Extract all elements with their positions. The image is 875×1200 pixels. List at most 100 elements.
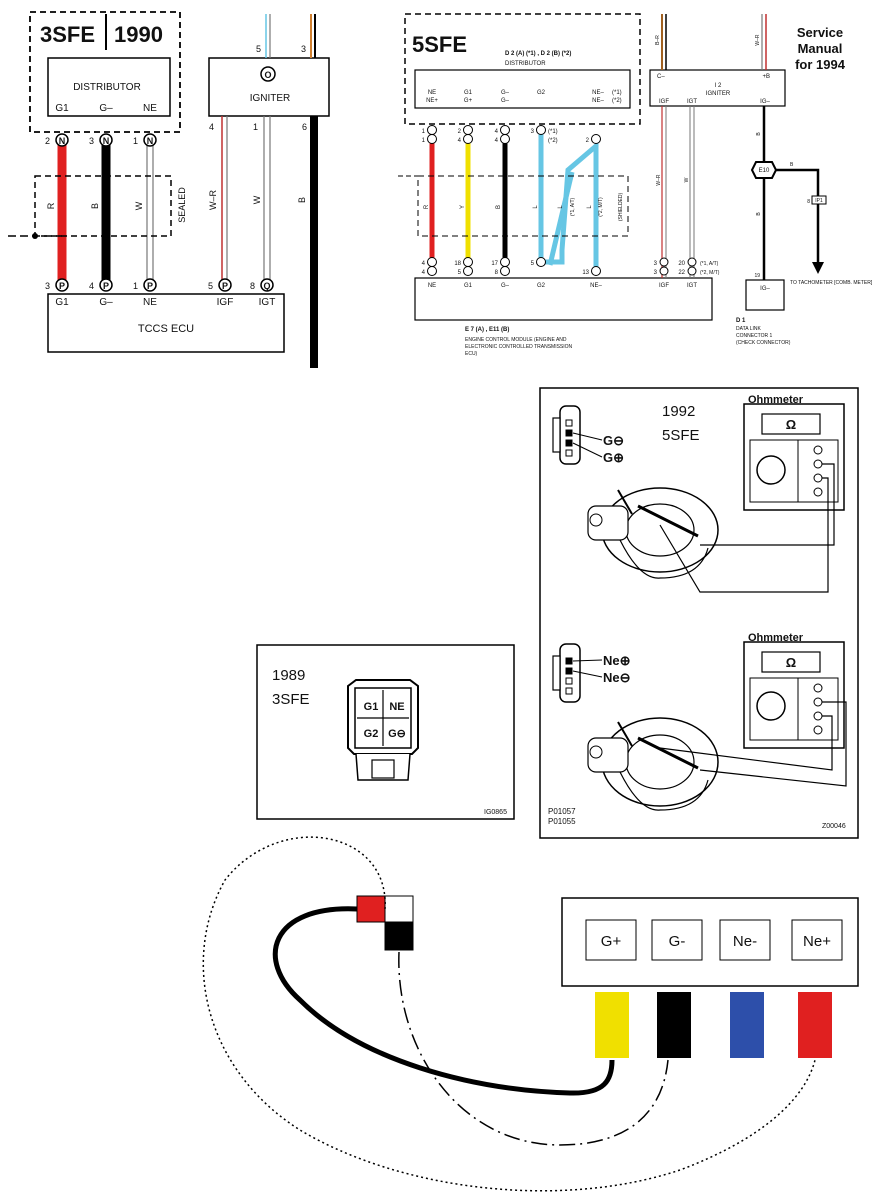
svg-text:3: 3 bbox=[531, 129, 535, 135]
ecu-label: TCCS ECU bbox=[138, 323, 194, 335]
igniter-out-number-6: 6 bbox=[302, 122, 307, 132]
probe-wire-top-2 bbox=[659, 477, 829, 593]
dist-pin-g-minus-bottom: G– bbox=[501, 98, 510, 104]
wire-block-red bbox=[798, 992, 832, 1058]
svg-text:18: 18 bbox=[454, 261, 461, 267]
ground-branch-dot bbox=[32, 233, 38, 239]
panel-figure-code: Z00046 bbox=[822, 823, 846, 830]
connector-ip1-label: IP1 bbox=[815, 198, 823, 204]
terminal-label-ne-plus: Ne+ bbox=[803, 933, 831, 950]
service-manual-line3: for 1994 bbox=[795, 57, 846, 72]
svg-text:1: 1 bbox=[133, 136, 138, 146]
ecu-pin-g1: P 3 G1 bbox=[45, 278, 69, 308]
plug-black-square bbox=[384, 921, 414, 951]
wire-code-l-2: L bbox=[558, 205, 564, 209]
svg-text:IGT: IGT bbox=[259, 297, 276, 308]
ecm-igf-connector-a bbox=[659, 257, 669, 267]
dlc-pin-ig-minus: IG– bbox=[760, 286, 770, 292]
terminal-label-g-minus: G- bbox=[669, 933, 686, 950]
pin-label-g-plus: G⊕ bbox=[603, 450, 624, 465]
ecm-pin-g2: G2 bbox=[537, 283, 546, 289]
dist-pin-ne-plus: NE+ bbox=[426, 98, 438, 104]
connector-drawing bbox=[347, 679, 419, 781]
ecm-pin-g1: G1 bbox=[464, 283, 473, 289]
svg-text:3: 3 bbox=[45, 281, 50, 291]
igniter-pin-igf: IGF bbox=[659, 99, 669, 105]
svg-text:2: 2 bbox=[586, 138, 590, 144]
igniter-out-number-1: 1 bbox=[253, 122, 258, 132]
svg-text:5: 5 bbox=[531, 261, 535, 267]
igniter-code: I 2 bbox=[715, 83, 722, 89]
distributor-box bbox=[414, 69, 631, 109]
wire-code-w-igt: W bbox=[252, 195, 262, 204]
svg-text:3: 3 bbox=[89, 136, 94, 146]
distributor-outline bbox=[29, 11, 181, 133]
igniter-pin-igt: IGT bbox=[687, 99, 697, 105]
ecm-pin-igf: IGF bbox=[659, 283, 669, 289]
service-manual-line2: Manual bbox=[798, 41, 843, 56]
distributor-connector-bottom bbox=[552, 643, 603, 703]
connector-ip1-num: 8 bbox=[807, 199, 810, 205]
right-wire-code-b-2: B bbox=[756, 212, 762, 216]
panel-code: IG0865 bbox=[484, 809, 507, 816]
title-engine: 3SFE bbox=[40, 22, 95, 47]
ecu-side-connectors: 4 4 18 5 17 8 5 13 bbox=[422, 257, 601, 276]
ecm-pin-g-minus: G– bbox=[501, 283, 510, 289]
dist-pin-ne-minus-1: NE– bbox=[592, 90, 604, 96]
svg-text:2: 2 bbox=[458, 129, 462, 135]
panel-year: 1989 bbox=[272, 667, 305, 684]
svg-text:P: P bbox=[222, 281, 228, 291]
wire-to-tachometer bbox=[776, 168, 820, 268]
sealed-shield-box bbox=[34, 175, 172, 237]
ecm-side-tag-mt: (*2, M/T) bbox=[700, 270, 720, 276]
wire-code-l-1: L bbox=[533, 205, 539, 209]
junction-e10-label: E10 bbox=[759, 168, 770, 174]
igniter-wire-code-w-r-top: W–R bbox=[755, 34, 761, 46]
pin-label-g-minus: G⊖ bbox=[603, 433, 624, 448]
svg-text:4: 4 bbox=[422, 270, 426, 276]
probe-wire-bottom-2 bbox=[659, 715, 833, 771]
ohmmeter-bottom-symbol: Ω bbox=[786, 655, 796, 670]
title-background bbox=[408, 26, 490, 56]
distributor-connector-top bbox=[552, 405, 603, 465]
dist-pin-g-minus-top: G– bbox=[501, 90, 510, 96]
sealed-label: SEALED bbox=[177, 187, 187, 223]
igniter-wire-code-b-r: B–R bbox=[655, 35, 661, 45]
svg-text:P: P bbox=[103, 281, 109, 291]
igniter-pin-plus-b: +B bbox=[762, 74, 770, 80]
ecm-side-num-igt-2: 22 bbox=[678, 270, 685, 276]
svg-text:N: N bbox=[147, 136, 154, 146]
wire-solid-black bbox=[272, 906, 615, 1096]
title-engine: 5SFE bbox=[412, 32, 467, 57]
svg-text:N: N bbox=[59, 136, 66, 146]
dist-pin-ne-top: NE bbox=[428, 90, 436, 96]
wire-code-w: W bbox=[684, 177, 690, 182]
wire-code-w-r: W–R bbox=[656, 174, 662, 186]
svg-text:1: 1 bbox=[133, 281, 138, 291]
wire-code-w-r: W–R bbox=[208, 190, 218, 211]
ecu-pin-g-minus: P 4 G– bbox=[89, 278, 113, 308]
ecu-pin-igf: P 5 IGF bbox=[208, 278, 233, 308]
svg-text:5: 5 bbox=[208, 281, 213, 291]
igniter-pin-ig-minus: IG– bbox=[760, 99, 770, 105]
wire-code-l-3: L bbox=[587, 205, 593, 209]
igniter-connector-symbol bbox=[260, 66, 276, 82]
distributor-drawing-bottom bbox=[587, 717, 719, 811]
ecm-igf-connector-b bbox=[659, 266, 669, 276]
distributor-header-code: D 2 (A) (*1) , D 2 (B) (*2) bbox=[505, 51, 571, 57]
probe-wire-top-1 bbox=[700, 463, 835, 546]
terminal-label-g-plus: G+ bbox=[601, 933, 622, 950]
dist-note-2: (*2) bbox=[612, 98, 622, 104]
title-year: 1990 bbox=[114, 22, 163, 47]
dlc-label-line1: DATA LINK bbox=[736, 326, 761, 332]
igniter-out-number-4: 4 bbox=[209, 122, 214, 132]
wire-block-black bbox=[657, 992, 691, 1058]
svg-text:NE: NE bbox=[143, 297, 157, 308]
svg-text:5: 5 bbox=[458, 270, 462, 276]
dist-pin-g1: G1 bbox=[464, 90, 473, 96]
svg-text:G1: G1 bbox=[55, 297, 69, 308]
connector-ip1 bbox=[811, 195, 827, 205]
panel-1992-ohmmeter: 1992 5SFE G⊖ G⊕ Ohmmeter Ω bbox=[539, 387, 859, 839]
panel-year: 1992 bbox=[662, 403, 695, 420]
